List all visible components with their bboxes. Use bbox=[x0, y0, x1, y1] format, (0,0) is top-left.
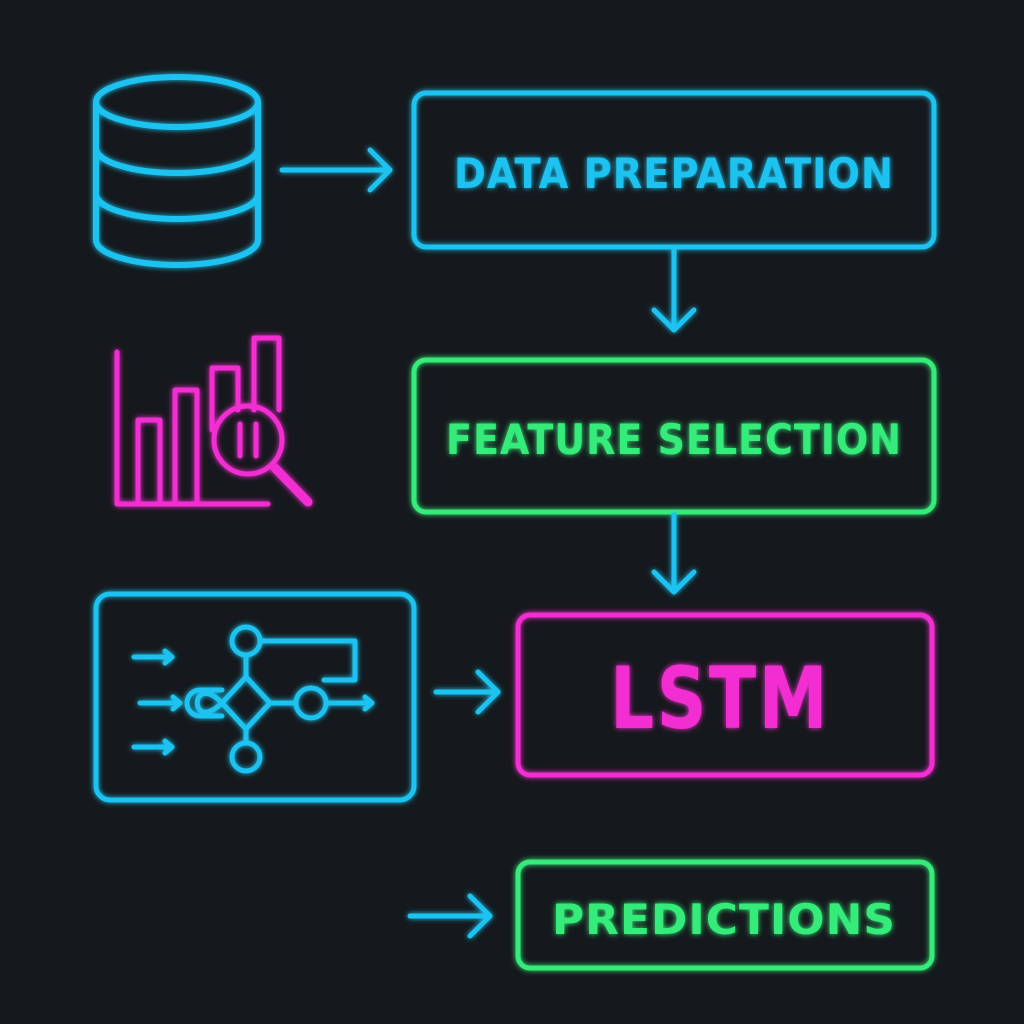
database-icon bbox=[93, 74, 261, 268]
arrow-flowchart-to-lstm bbox=[433, 669, 501, 715]
flowchart-panel-icon bbox=[93, 591, 417, 803]
data-preparation-node: DATA PREPARATION bbox=[411, 90, 937, 250]
predictions-node: PREDICTIONS bbox=[515, 859, 935, 971]
bar-chart-magnifier-icon bbox=[114, 335, 313, 507]
arrow-into-predictions bbox=[407, 893, 493, 939]
arrow-data-preparation-to-feature-selection bbox=[651, 247, 697, 333]
feature-selection-node: FEATURE SELECTION bbox=[411, 357, 937, 515]
arrow-feature-selection-to-lstm bbox=[651, 512, 697, 595]
lstm-node: LSTM bbox=[515, 612, 935, 778]
feature-selection-label: FEATURE SELECTION bbox=[446, 415, 902, 464]
arrow-database-to-data-preparation bbox=[279, 147, 393, 193]
lstm-label: LSTM bbox=[610, 649, 830, 749]
predictions-label: PREDICTIONS bbox=[552, 895, 896, 944]
data-preparation-label: DATA PREPARATION bbox=[454, 149, 894, 198]
